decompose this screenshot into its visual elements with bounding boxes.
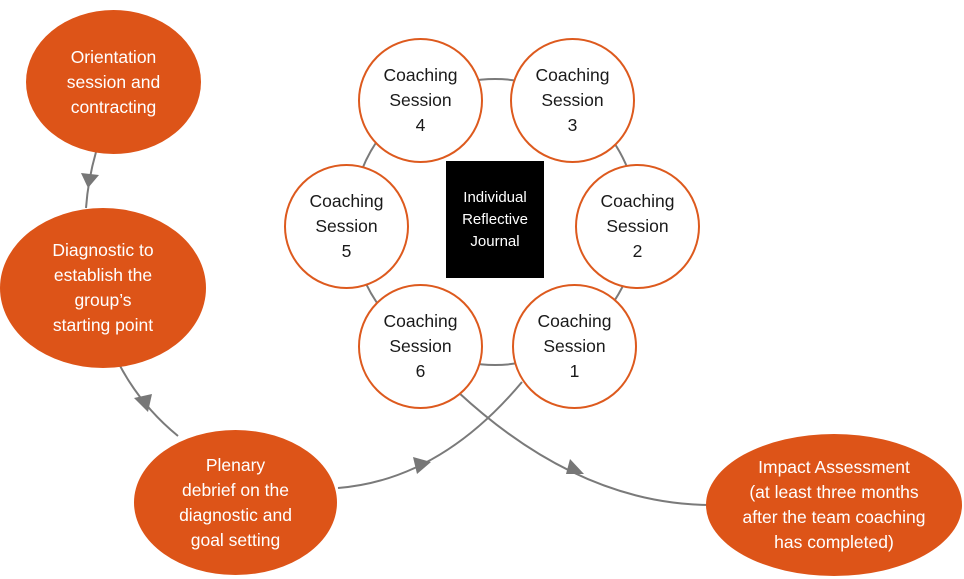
diagnostic-stage: Diagnostic to establish the group’s star… [0,208,206,368]
connector-session6-impact [457,391,713,506]
session-2-label: Coaching Session 2 [600,191,675,261]
reflective-journal-box: Individual Reflective Journal [446,161,544,278]
plenary-stage: Plenary debrief on the diagnostic and go… [134,430,337,575]
coaching-session-3: Coaching Session 3 [510,38,635,163]
connector-plenary-session1 [337,381,523,489]
session-6-label: Coaching Session 6 [383,311,458,381]
session-1-label: Coaching Session 1 [537,311,612,381]
arrowhead-1 [81,173,99,188]
coaching-session-4: Coaching Session 4 [358,38,483,163]
coaching-session-2: Coaching Session 2 [575,164,700,289]
coaching-session-5: Coaching Session 5 [284,164,409,289]
arrowhead-4 [566,459,584,474]
orientation-label: Orientation session and contracting [66,46,161,117]
impact-label: Impact Assessment (at least three months… [742,457,926,552]
journal-label: Individual Reflective Journal [462,188,528,250]
arrowhead-3 [413,457,431,474]
arrowhead-2 [134,394,152,412]
diagnostic-label: Diagnostic to establish the group’s star… [52,240,154,335]
session-3-label: Coaching Session 3 [535,65,610,135]
orientation-stage: Orientation session and contracting [26,10,201,154]
session-4-label: Coaching Session 4 [383,65,458,135]
plenary-label: Plenary debrief on the diagnostic and go… [179,454,292,550]
coaching-session-6: Coaching Session 6 [358,284,483,409]
impact-stage: Impact Assessment (at least three months… [706,434,962,576]
coaching-session-1: Coaching Session 1 [512,284,637,409]
session-5-label: Coaching Session 5 [309,191,384,261]
